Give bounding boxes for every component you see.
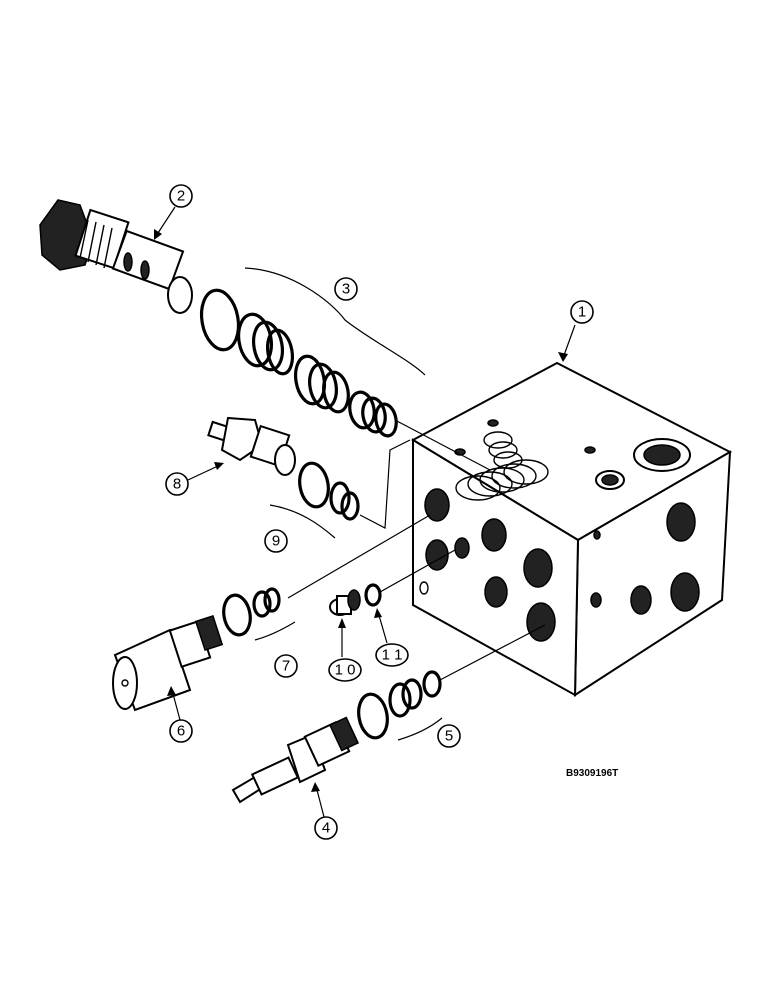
relief-valve-8 (207, 416, 296, 476)
seal-kit-9 (269, 439, 411, 539)
reference-code: B9309196T (566, 768, 618, 779)
seal-kit-7 (222, 514, 431, 641)
callout-7: 7 (274, 654, 298, 678)
callout-2-label: 2 (177, 188, 185, 205)
callout-1-label: 1 (578, 304, 586, 321)
o-ring-11 (364, 549, 456, 607)
callout-8-label: 8 (173, 476, 181, 493)
callout-3-label: 3 (342, 281, 350, 298)
callout-1: 1 (558, 300, 594, 362)
callout-5: 5 (437, 724, 461, 748)
seal-kit-3 (199, 267, 491, 471)
callout-11-label: 1 1 (382, 647, 403, 664)
callout-2: 2 (154, 184, 193, 240)
seal-kit-5 (357, 624, 546, 741)
callout-10-label: 1 0 (335, 662, 356, 679)
callout-9-label: 9 (272, 533, 280, 550)
callout-9: 9 (264, 529, 288, 553)
callout-3: 3 (334, 277, 358, 301)
callout-10: 1 0 (328, 618, 362, 682)
callout-6: 6 (167, 686, 193, 743)
plug-10 (329, 589, 361, 616)
callout-11: 1 1 (374, 608, 409, 667)
callout-4-label: 4 (322, 820, 330, 837)
callout-4: 4 (311, 782, 338, 840)
pressure-valve-6 (112, 615, 224, 712)
valve-4 (231, 716, 360, 804)
cartridge-valve (39, 199, 193, 314)
valve-block (410, 361, 733, 697)
callout-5-label: 5 (445, 728, 453, 745)
callout-6-label: 6 (177, 723, 185, 740)
callout-7-label: 7 (282, 658, 290, 675)
callout-8: 8 (165, 462, 224, 496)
